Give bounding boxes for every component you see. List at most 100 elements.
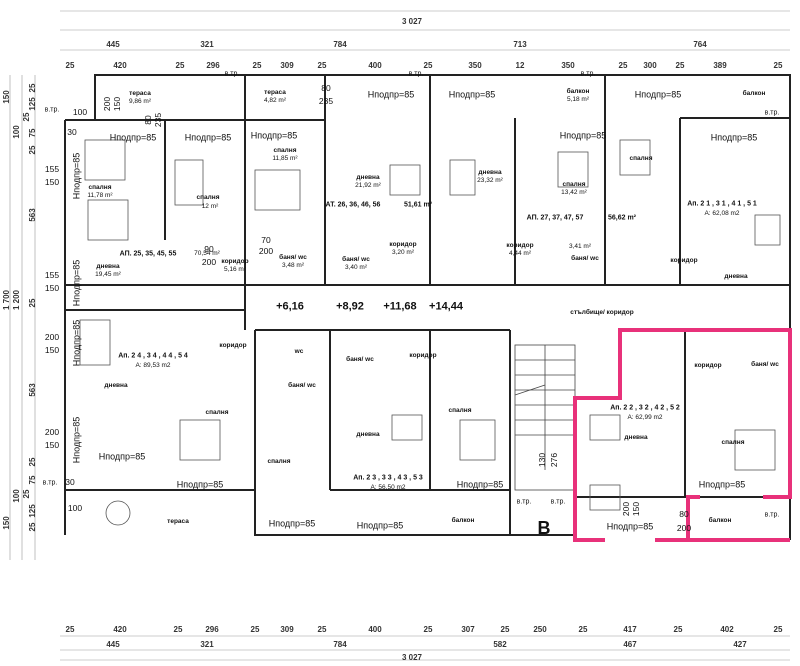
room-name: дневна <box>356 173 380 181</box>
dim: 784 <box>333 40 347 49</box>
room-area: 4,82 m² <box>263 96 287 104</box>
dim: 427 <box>733 640 747 649</box>
room-name: дневна <box>624 433 648 441</box>
section-letter: B <box>537 518 551 538</box>
room-name: коридор <box>389 240 417 248</box>
opening-dim: 200 <box>620 501 631 517</box>
room-name: wc <box>294 347 304 355</box>
elevation-label: +6,16 <box>276 300 304 313</box>
window-sill-note: Нподпр=85 <box>559 130 607 141</box>
opening-dim: 235 <box>318 95 334 106</box>
dim: 417 <box>623 625 637 634</box>
opening-dim: 200 <box>258 245 274 256</box>
room-name: спалня <box>629 154 653 162</box>
dim: 402 <box>720 625 734 634</box>
dim: 25 <box>317 61 327 70</box>
apartment-area: A: 62,99 m2 <box>627 413 663 421</box>
highlighted-apartment-outline <box>573 328 792 542</box>
dim: 25 <box>250 625 260 634</box>
window-sill-note: Нподпр=85 <box>109 132 157 143</box>
dim: 25 <box>28 522 37 532</box>
apartment-area: A: 89,53 m2 <box>135 361 171 369</box>
apartment-area: A: 56,50 m2 <box>370 483 406 491</box>
opening-dim: 200 <box>44 426 60 437</box>
dim: 420 <box>113 625 127 634</box>
opening-dim: 200 <box>676 522 692 533</box>
dim: 309 <box>280 625 294 634</box>
room-area: 5,16 m² <box>223 265 247 273</box>
opening-dim: 80 <box>679 508 689 519</box>
room-name: тераса <box>167 517 189 525</box>
room-area: 19,45 m² <box>95 270 121 278</box>
opening-dim: 70 <box>261 234 271 245</box>
room-name: балкон <box>708 516 732 524</box>
apartment-label: АП. 25, 35, 45, 55 <box>119 250 177 258</box>
opening-dim: 90 <box>204 243 214 254</box>
window-sill-note: Нподпр=85 <box>606 521 654 532</box>
dim: 400 <box>368 625 382 634</box>
room-area: 13,42 m² <box>561 188 587 196</box>
vent-shaft-label: в.тр. <box>516 498 532 506</box>
room-name: баня/ wc <box>346 355 374 363</box>
room-name: спалня <box>196 193 220 201</box>
dim: 350 <box>561 61 575 70</box>
window-sill-note: Нподпр=85 <box>710 132 758 143</box>
room-name: баня/ wc <box>751 360 779 368</box>
window-sill-note: Нподпр=85 <box>456 479 504 490</box>
room-name: дневна <box>104 381 128 389</box>
vent-shaft-label: в.тр. <box>408 70 424 78</box>
dim: 25 <box>28 145 37 155</box>
dim: 713 <box>513 40 527 49</box>
dimension-lines <box>9 10 790 661</box>
misc-dim: 30 <box>67 126 77 137</box>
opening-dim: 200 <box>44 331 60 342</box>
misc-dim: 30 <box>65 476 75 487</box>
opening-dim: 200 <box>201 256 217 267</box>
room-area: 3,20 m² <box>391 248 415 256</box>
opening-dim: 200 <box>101 96 112 112</box>
window-sill-note: Нподпр=85 <box>98 451 146 462</box>
apartment-label: Ап. 2 3 , 3 3 , 4 3 , 5 3 <box>353 474 423 482</box>
dim: 25 <box>22 112 31 122</box>
room-name: тераса <box>129 89 151 97</box>
apartment-label: Ап. 2 2 , 3 2 , 4 2 , 5 2 <box>610 404 680 412</box>
dim: 784 <box>333 640 347 649</box>
room-area: 3,40 m² <box>344 263 368 271</box>
dim: 321 <box>200 640 214 649</box>
dim: 445 <box>106 40 120 49</box>
opening-dim: 235 <box>152 112 163 128</box>
dim: 25 <box>28 298 37 308</box>
room-name: спалня <box>267 457 291 465</box>
room-name: баня/ wc <box>279 253 307 261</box>
window-sill-note: Нподпр=85 <box>71 319 82 367</box>
dim: 764 <box>693 40 707 49</box>
window-sill-note: Нподпр=85 <box>184 132 232 143</box>
stair-dim: 130 <box>536 452 547 468</box>
dim: 25 <box>578 625 588 634</box>
dim: 25 <box>28 83 37 93</box>
dim: 100 <box>12 489 21 503</box>
stair <box>514 344 576 491</box>
vent-shaft-label: в.тр. <box>44 106 60 114</box>
vent-shaft-label: в.тр. <box>42 479 58 487</box>
dim: 25 <box>423 61 433 70</box>
dim: 25 <box>773 625 783 634</box>
room-name: балкон <box>566 87 590 95</box>
dim: 307 <box>461 625 475 634</box>
stair-dim: 276 <box>548 452 559 468</box>
room-area: 9,86 m² <box>128 97 152 105</box>
window-sill-note: Нподпр=85 <box>634 89 682 100</box>
room-area: 11,78 m² <box>87 191 113 199</box>
dim: 125 <box>28 97 37 111</box>
room-name: спалня <box>448 406 472 414</box>
opening-dim: 80 <box>321 82 331 93</box>
apartment-label: Ап. 2 1 , 3 1 , 4 1 , 5 1 <box>687 200 757 208</box>
room-name: коридор <box>409 351 437 359</box>
room-name: дневна <box>724 272 748 280</box>
room-name: баня/ wc <box>571 254 599 262</box>
dim: 25 <box>317 625 327 634</box>
room-area: 23,32 m² <box>477 176 503 184</box>
room-name: коридор <box>694 361 722 369</box>
dim: 563 <box>28 208 37 222</box>
dim: 296 <box>206 61 220 70</box>
